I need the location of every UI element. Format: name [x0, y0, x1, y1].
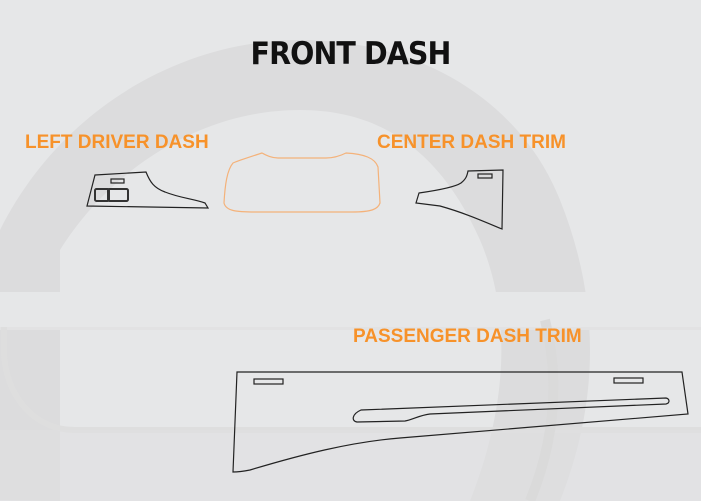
left-driver-dash-label: LEFT DRIVER DASH — [25, 132, 209, 153]
passenger-dash-trim-label: PASSENGER DASH TRIM — [353, 326, 582, 347]
page-title: FRONT DASH — [250, 36, 452, 72]
trim-slot-icon — [352, 397, 670, 423]
clip-slot-icon — [613, 377, 644, 384]
left-driver-dash-part[interactable] — [86, 171, 210, 209]
passenger-dash-trim-part[interactable] — [232, 371, 689, 473]
center-dash-trim-part[interactable] — [415, 169, 504, 230]
clip-slot-icon — [253, 378, 284, 385]
switch-cutout-icon — [107, 188, 129, 202]
center-dash-part[interactable] — [223, 152, 381, 213]
center-dash-trim-label: CENTER DASH TRIM — [377, 132, 566, 153]
clip-slot-icon — [477, 173, 493, 179]
clip-slot-icon — [110, 178, 125, 184]
switch-cutout-icon — [94, 188, 110, 202]
